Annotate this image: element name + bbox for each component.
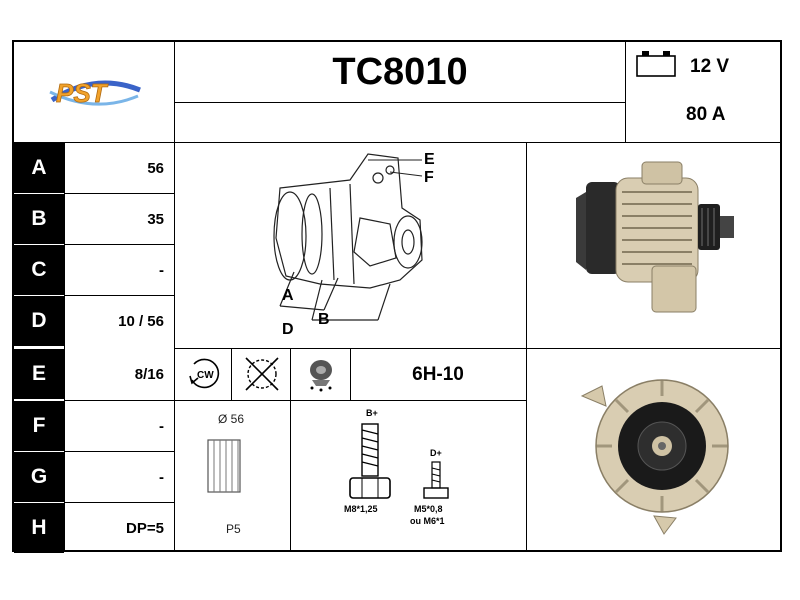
clockwise-rotation-icon: CW — [184, 356, 224, 392]
grid-line — [64, 400, 174, 401]
alternator-dimension-drawing: E F A B D — [250, 148, 460, 344]
grid-line — [64, 142, 65, 552]
grid-line — [174, 40, 175, 552]
diagram-label-a: A — [282, 287, 294, 304]
d-plus-thread-2: ou M6*1 — [410, 516, 445, 526]
grid-line — [64, 244, 174, 245]
b-plus-thread: M8*1,25 — [344, 504, 378, 514]
pulley-code: 6H-10 — [412, 364, 464, 385]
dimension-value-h: DP=5 — [126, 519, 164, 537]
b-plus-label: B+ — [366, 408, 378, 418]
crossed-regulator-icon — [242, 354, 282, 394]
voltage-value: 12 V — [690, 56, 730, 77]
grid-line — [64, 451, 174, 452]
d-plus-thread-1: M5*0,8 — [414, 504, 443, 514]
dimension-value-g: - — [159, 468, 164, 486]
battery-icon — [634, 48, 678, 78]
grid-line — [175, 102, 625, 103]
dimension-value-a: 56 — [147, 159, 164, 177]
dimension-label-f: F — [14, 401, 64, 451]
diagram-label-d: D — [282, 321, 294, 338]
b-plus-stud-drawing — [346, 420, 394, 504]
diagram-label-e: E — [424, 151, 435, 168]
grid-line — [12, 142, 782, 143]
dimension-value-e: 8/16 — [134, 365, 164, 383]
diagram-label-b: B — [318, 311, 330, 328]
fan-icon — [302, 354, 340, 394]
grid-line — [175, 348, 782, 349]
dimension-label-a: A — [14, 143, 64, 193]
grid-line — [175, 400, 526, 401]
alternator-front-photo — [572, 366, 740, 536]
pulley-profile-drawing — [204, 436, 244, 496]
spec-sheet-frame — [12, 40, 782, 552]
dimension-label-h: H — [14, 503, 64, 553]
diagram-label-f: F — [424, 169, 434, 186]
logo-text: PST — [56, 78, 109, 108]
amperage-value: 80 A — [686, 104, 726, 125]
dimension-label-g: G — [14, 452, 64, 502]
grid-line — [290, 348, 291, 552]
dimension-value-b: 35 — [147, 210, 164, 228]
rotation-label: CW — [197, 370, 214, 381]
dimension-value-d: 10 / 56 — [118, 312, 164, 330]
d-plus-label: D+ — [430, 448, 442, 458]
dimension-label-c: C — [14, 245, 64, 295]
pulley-type: P5 — [226, 522, 241, 536]
pulley-diameter: Ø 56 — [218, 412, 245, 426]
part-number: TC8010 — [332, 50, 468, 93]
dimension-value-c: - — [159, 261, 164, 279]
grid-line — [350, 348, 351, 400]
brand-logo: PST — [40, 62, 150, 122]
grid-line — [526, 142, 527, 552]
alternator-side-photo — [572, 152, 742, 320]
grid-line — [231, 348, 232, 400]
d-plus-stud-drawing — [420, 460, 452, 502]
dimension-value-f: - — [159, 417, 164, 435]
dimension-label-d: D — [14, 296, 64, 346]
grid-line — [64, 193, 174, 194]
grid-line — [64, 502, 174, 503]
dimension-label-e: E — [14, 349, 64, 399]
dimension-label-b: B — [14, 194, 64, 244]
grid-line — [64, 295, 174, 296]
grid-line — [625, 40, 626, 142]
